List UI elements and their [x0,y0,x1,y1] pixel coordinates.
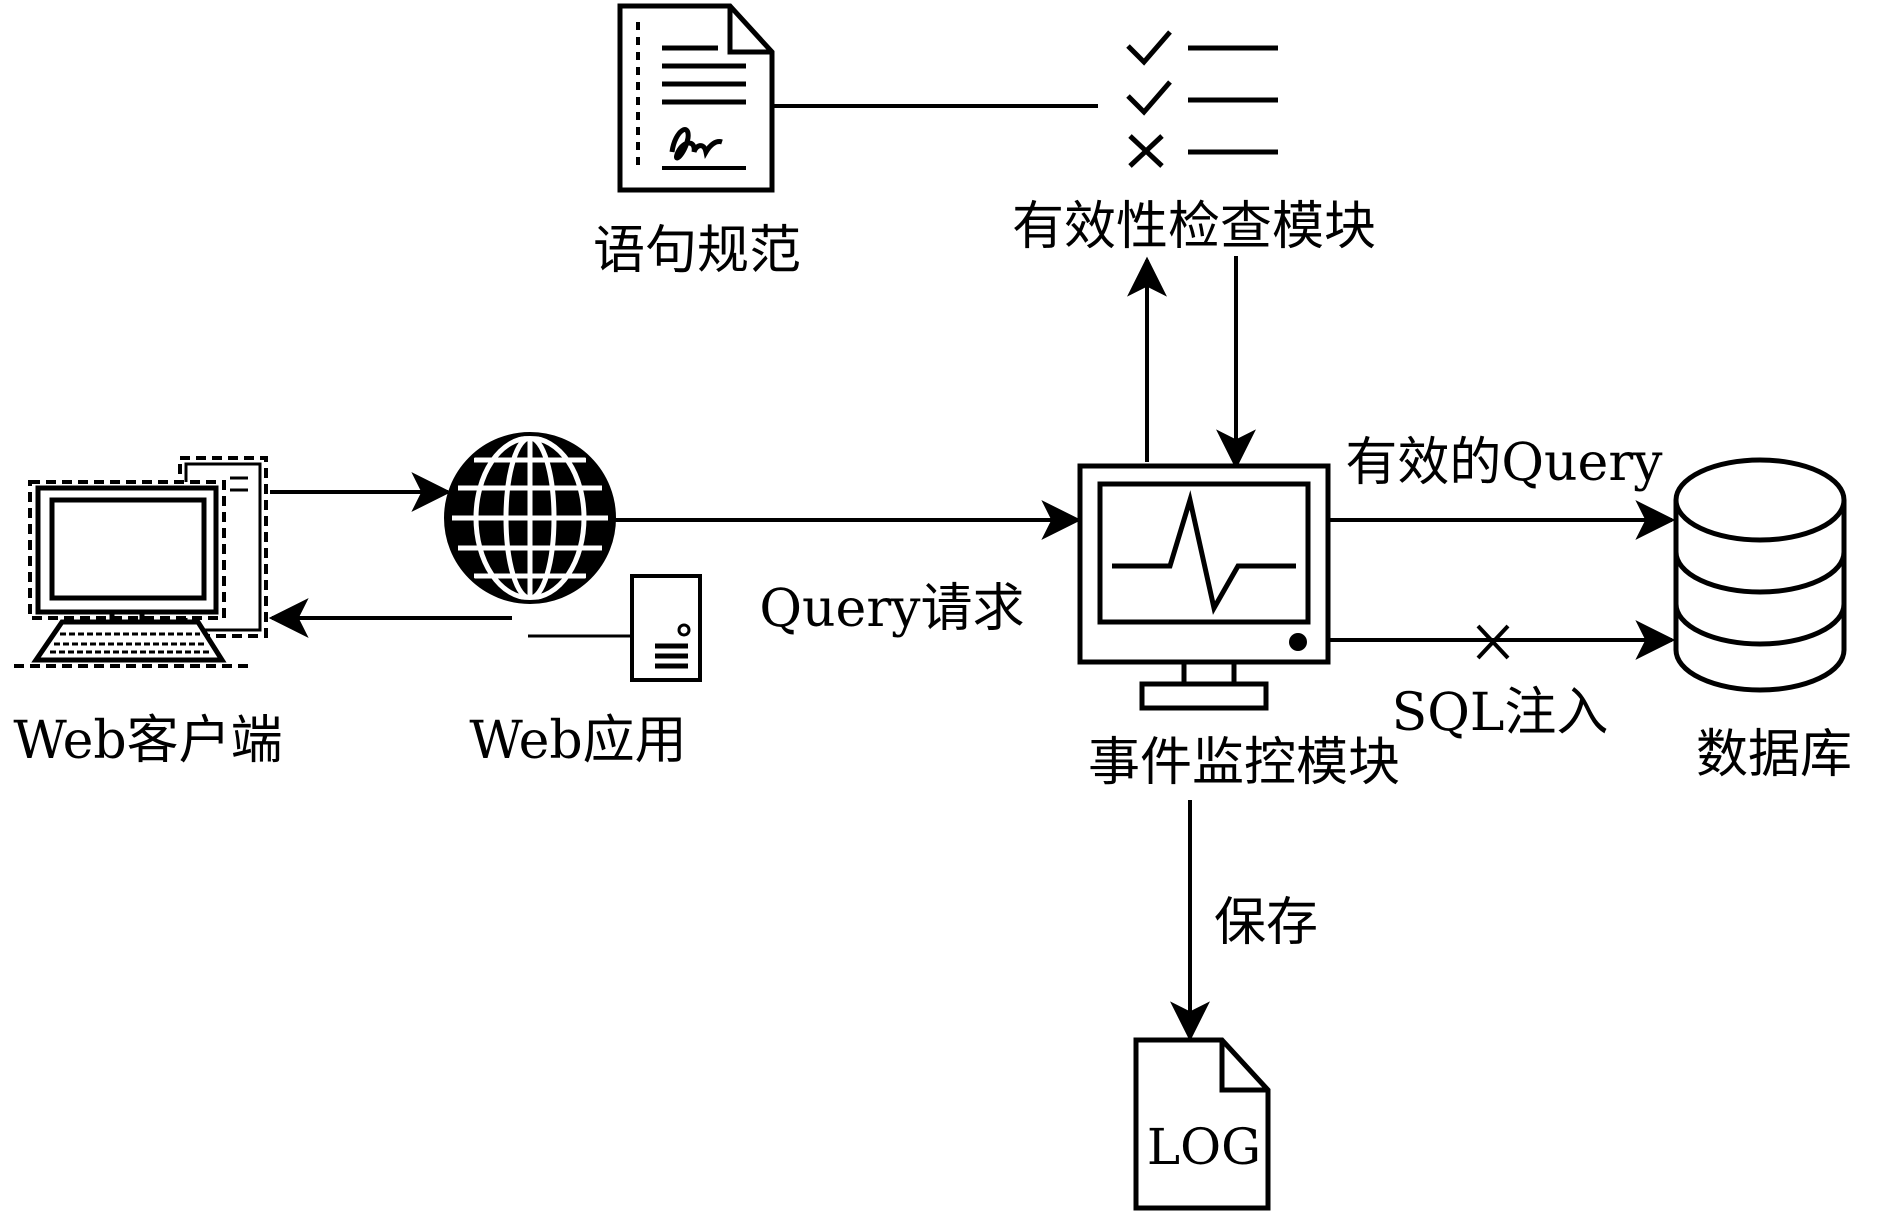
checklist-icon [1126,30,1278,168]
monitor-pulse-icon [1077,463,1331,711]
blocked-cross-icon [1476,624,1510,660]
signed-document-icon [617,3,775,193]
statement-spec-label: 语句规范 [593,221,801,281]
globe-server-icon [444,432,702,682]
save-label: 保存 [1214,893,1318,953]
event-monitor-label: 事件监控模块 [1088,733,1400,793]
query-request-label: Query请求 [759,579,1024,639]
desktop-computer-icon [14,456,268,668]
valid-query-label: 有效的Query [1345,433,1663,493]
sql-injection-label: SQL注入 [1392,683,1609,743]
database-icon [1673,457,1847,693]
database-label: 数据库 [1696,725,1852,785]
log-label: LOG [1147,1118,1261,1176]
validity-check-label: 有效性检查模块 [1012,197,1376,257]
web-client-label: Web客户端 [13,711,282,771]
log-file-icon [1133,1037,1271,1211]
web-app-label: Web应用 [469,711,686,771]
